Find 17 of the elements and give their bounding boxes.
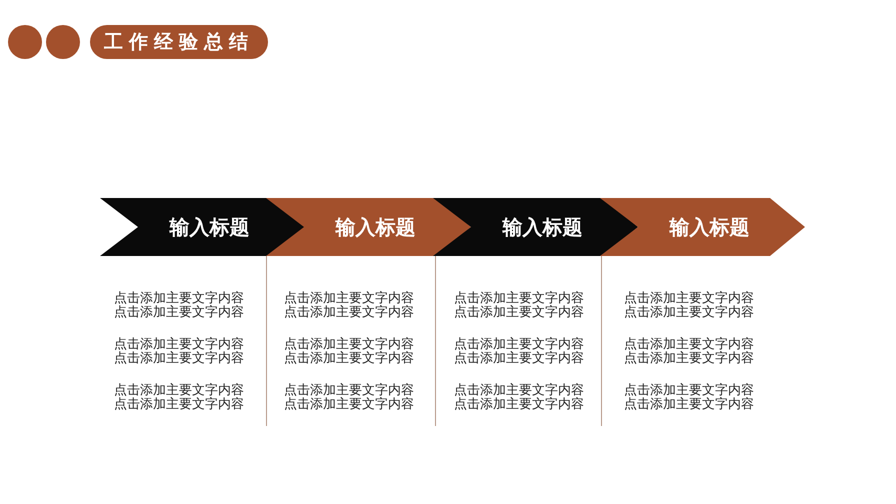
- body-text: 点击添加主要文字内容点击添加主要文字内容: [624, 338, 755, 366]
- body-text: 点击添加主要文字内容点击添加主要文字内容: [284, 292, 415, 320]
- body-text: 点击添加主要文字内容点击添加主要文字内容: [624, 292, 755, 320]
- body-text: 点击添加主要文字内容点击添加主要文字内容: [114, 384, 245, 412]
- body-text: 点击添加主要文字内容点击添加主要文字内容: [454, 292, 585, 320]
- body-text: 点击添加主要文字内容点击添加主要文字内容: [454, 384, 585, 412]
- body-text: 点击添加主要文字内容点击添加主要文字内容: [114, 338, 245, 366]
- body-text: 点击添加主要文字内容点击添加主要文字内容: [624, 384, 755, 412]
- body-text: 点击添加主要文字内容点击添加主要文字内容: [454, 338, 585, 366]
- body-text: 点击添加主要文字内容点击添加主要文字内容: [114, 292, 245, 320]
- chevron-heading: 输入标题: [501, 214, 582, 241]
- chevron-heading: 输入标题: [334, 214, 416, 241]
- body-text: 点击添加主要文字内容点击添加主要文字内容: [284, 384, 415, 412]
- chevron-heading: 输入标题: [168, 214, 250, 241]
- title-banner: 工作经验总结: [90, 25, 268, 59]
- body-text: 点击添加主要文字内容点击添加主要文字内容: [284, 338, 415, 366]
- chevron-heading: 输入标题: [668, 214, 750, 241]
